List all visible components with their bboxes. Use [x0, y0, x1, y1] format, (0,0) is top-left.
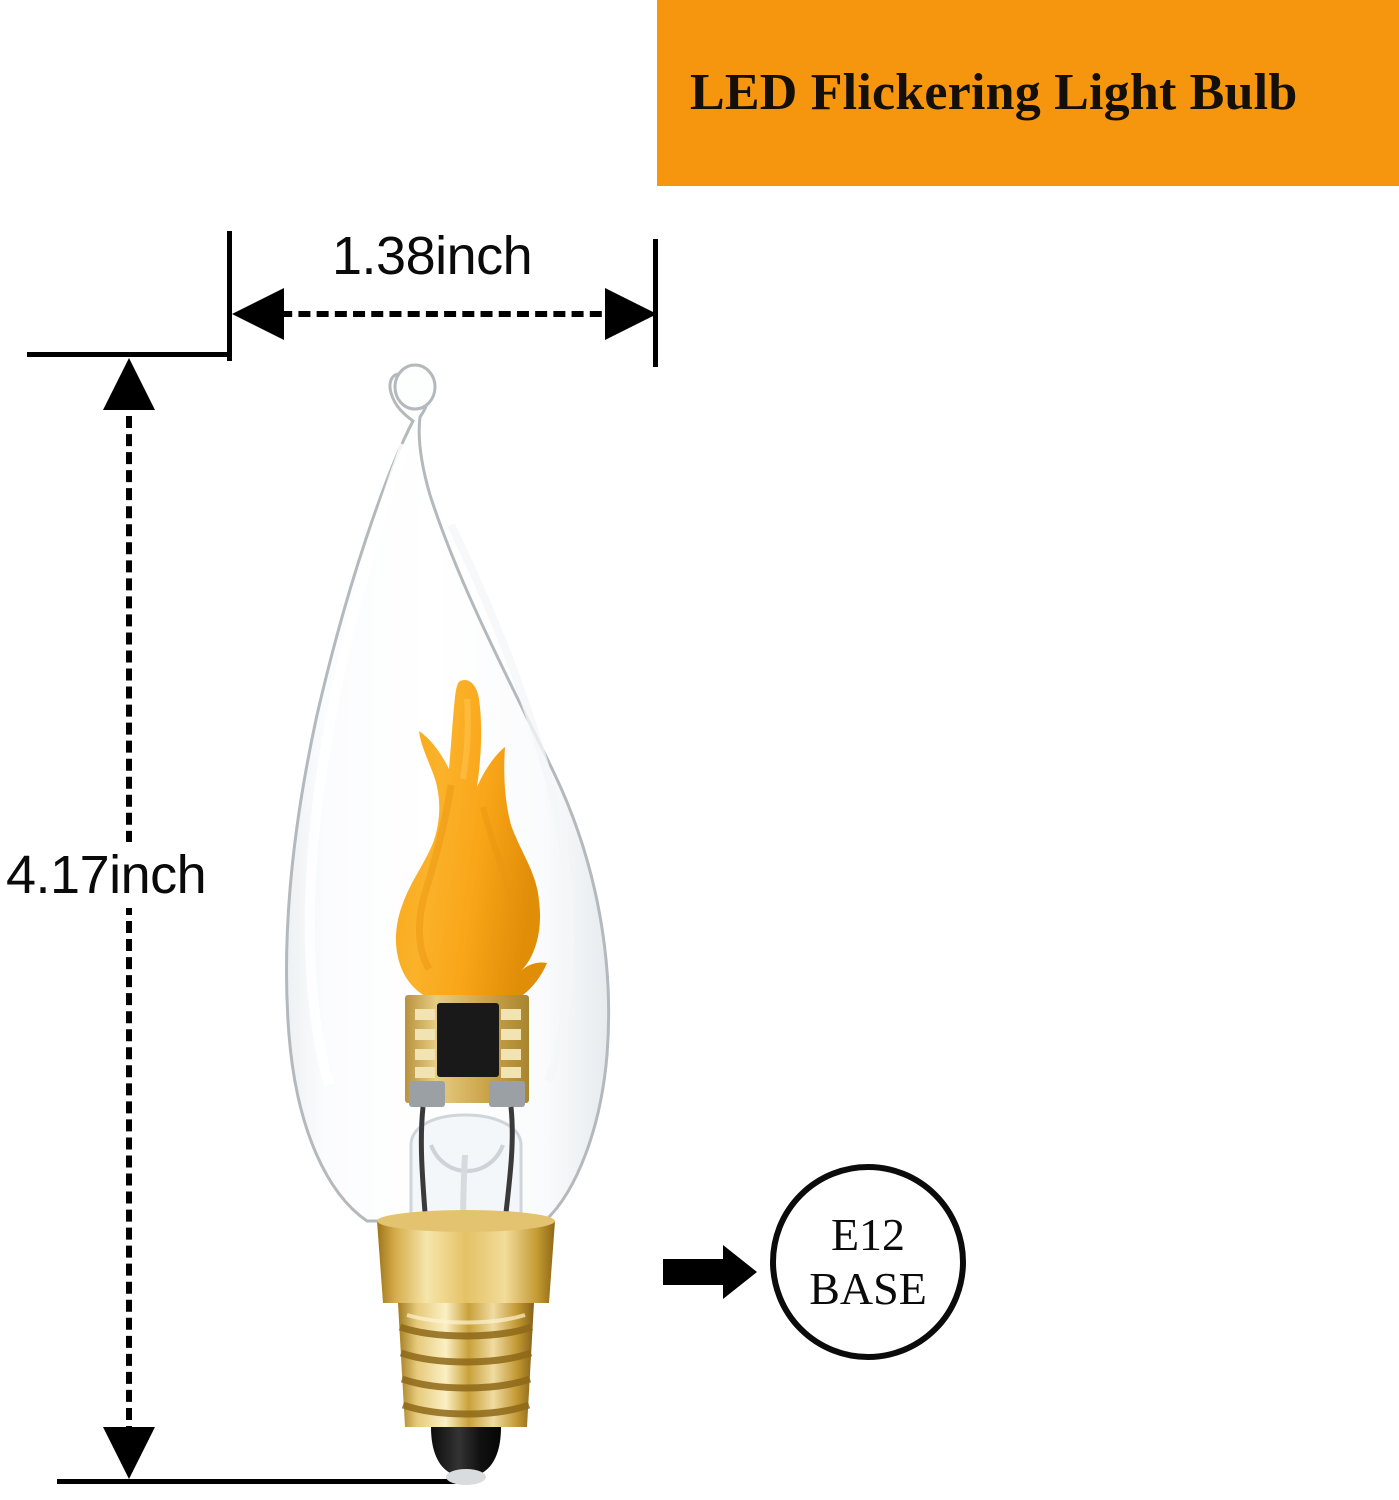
height-dimension-arrow-top	[103, 358, 155, 410]
height-dimension-line	[126, 398, 132, 1438]
callout-line-2: BASE	[809, 1263, 927, 1314]
width-dimension-arrow-left	[232, 288, 284, 340]
width-dimension-arrow-right	[605, 288, 657, 340]
width-dimension-left-tick	[227, 231, 232, 361]
light-bulb-image	[255, 355, 655, 1490]
title-banner	[657, 0, 1399, 186]
e12-base-callout: E12 BASE	[770, 1164, 966, 1360]
led-flame-filament	[395, 679, 547, 1010]
base-contact	[446, 1469, 486, 1485]
base-insulator-tip	[431, 1427, 501, 1477]
ic-chip	[437, 1003, 499, 1077]
callout-line-1: E12	[830, 1209, 906, 1260]
height-dimension-arrow-bottom	[103, 1427, 155, 1479]
callout-arrow-icon	[663, 1259, 725, 1285]
height-dimension-top-rule	[27, 352, 229, 357]
width-dimension-label: 1.38inch	[332, 226, 533, 286]
callout-arrow-head-icon	[723, 1245, 757, 1299]
height-dimension-label: 4.17inch	[2, 842, 211, 908]
page-title: LED Flickering Light Bulb	[690, 64, 1298, 121]
width-dimension-line	[262, 311, 620, 317]
height-dimension-bottom-rule	[57, 1479, 457, 1484]
e12-base-collar	[377, 1221, 555, 1303]
